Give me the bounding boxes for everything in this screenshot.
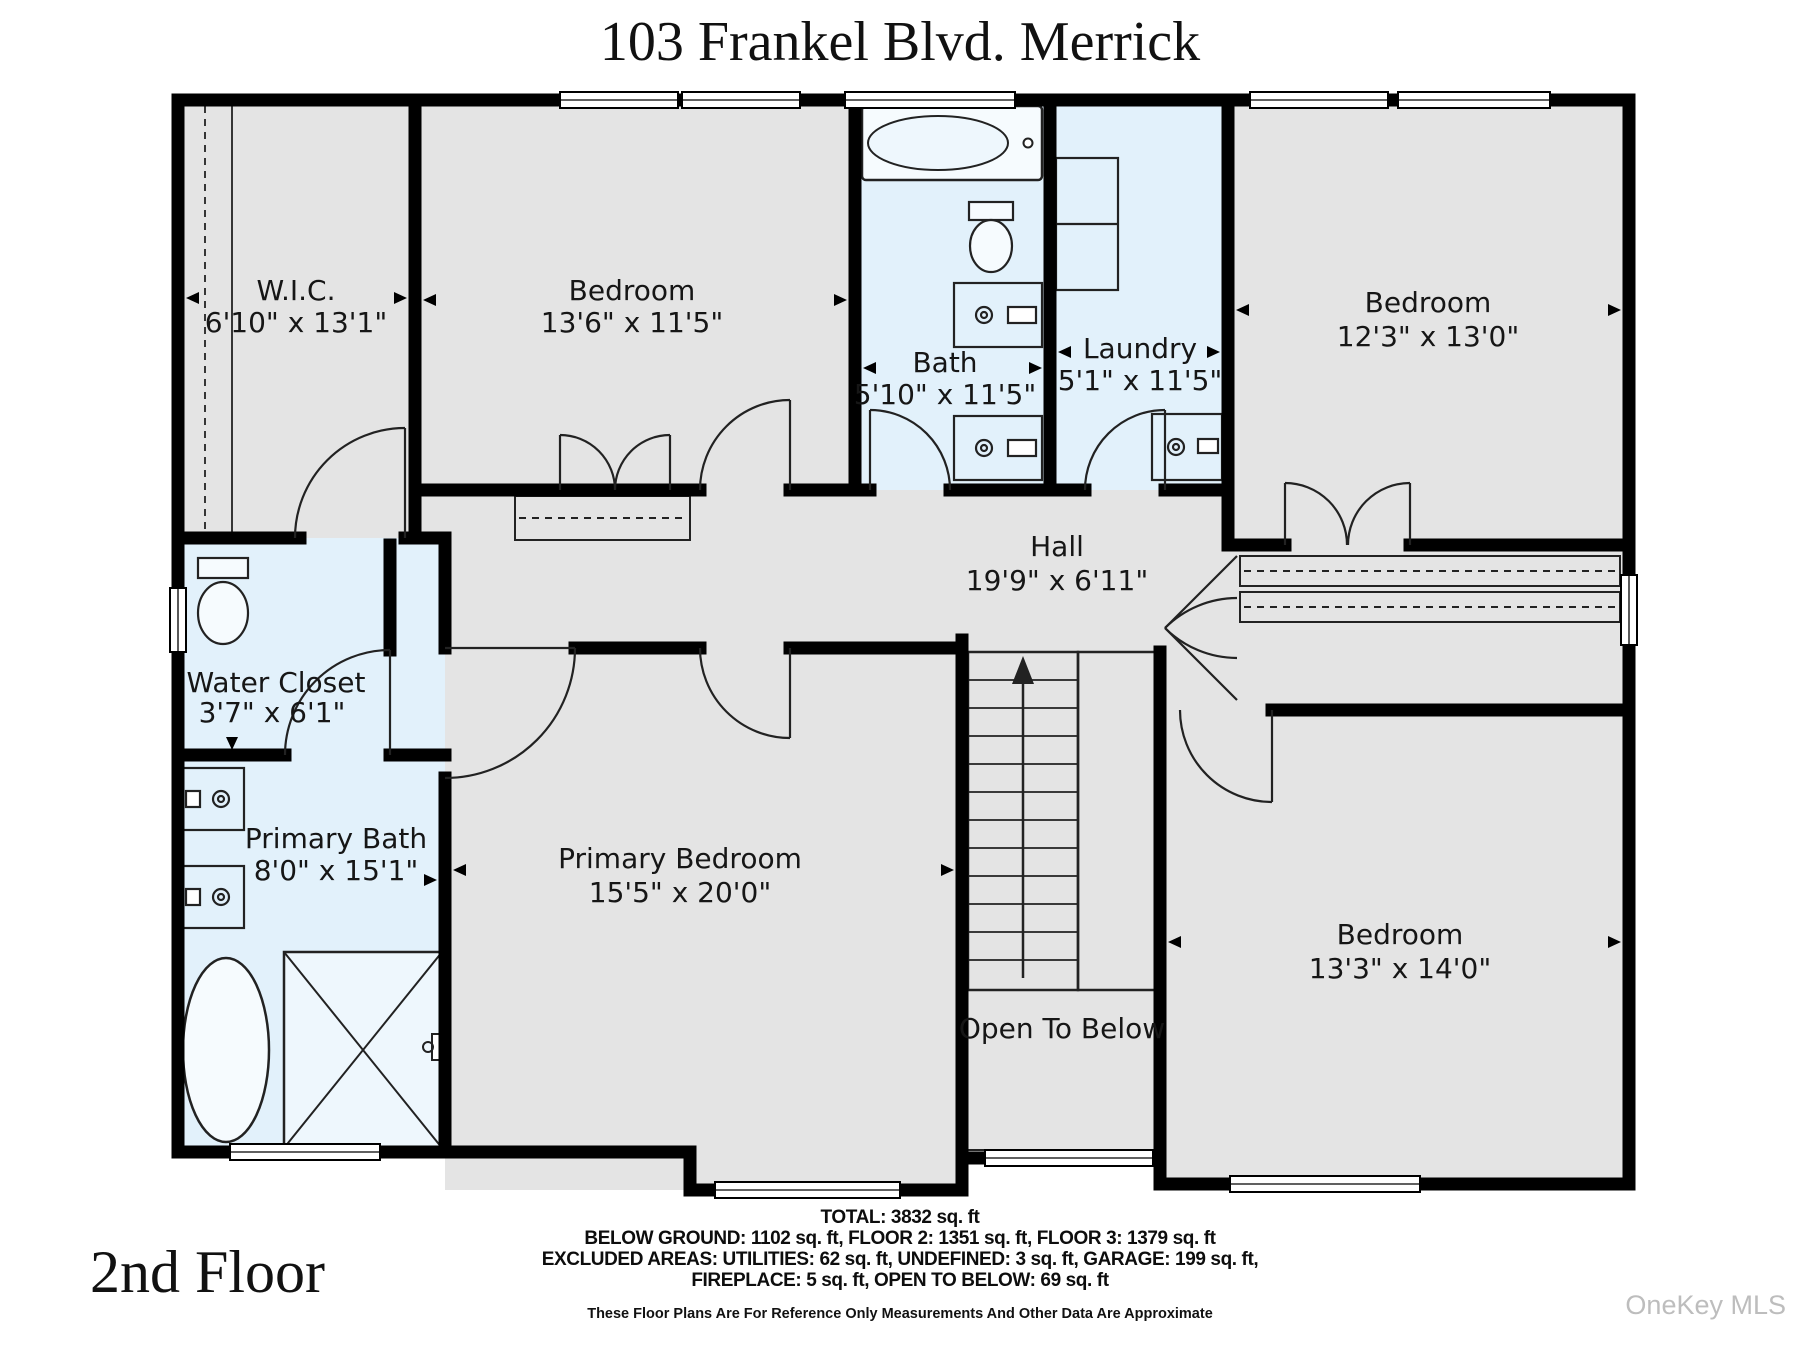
summary-excluded-2: FIREPLACE: 5 sq. ft, OPEN TO BELOW: 69 s… [691, 1270, 1109, 1291]
door-arc [1083, 408, 1167, 491]
dimension-arrow [394, 292, 407, 304]
dimension-arrow [1029, 362, 1042, 374]
room-dims-water-closet: 3'7" x 6'1" [199, 696, 346, 729]
dimension-arrow [1608, 304, 1621, 316]
door-arc [444, 646, 577, 780]
primary-bath-fixtures [180, 766, 445, 1150]
room-dims-bedroom-top: 13'6" x 11'5" [541, 306, 723, 339]
room-dims-bedroom-right-top: 12'3" x 13'0" [1337, 320, 1519, 353]
door-arc [698, 647, 792, 740]
room-dims-primary-bath: 8'0" x 15'1" [254, 854, 419, 887]
room-labels: W.I.C. 6'10" x 13'1" Bedroom 13'6" x 11'… [187, 274, 1520, 1045]
interior-walls [171, 93, 1636, 1165]
door-arc [868, 408, 952, 491]
room-label-bedroom-right-bottom: Bedroom [1337, 918, 1464, 951]
room-label-hall: Hall [1030, 530, 1084, 563]
room-dims-bedroom-right-bottom: 13'3" x 14'0" [1309, 952, 1491, 985]
dimension-arrow [186, 292, 199, 304]
dimension-arrow [1207, 346, 1220, 358]
dimension-arrows [186, 292, 1621, 948]
dimension-arrow [863, 362, 876, 374]
summary-total: TOTAL: 3832 sq. ft [820, 1207, 980, 1228]
sink-icon [952, 414, 1044, 482]
windows [169, 91, 1638, 1199]
door-arc [293, 426, 407, 539]
room-label-wic: W.I.C. [257, 274, 336, 307]
room-dims-laundry: 5'1" x 11'5" [1058, 364, 1223, 397]
room-label-open-to-below: Open To Below [959, 1012, 1165, 1045]
summary-floors: BELOW GROUND: 1102 sq. ft, FLOOR 2: 1351… [584, 1228, 1216, 1249]
area-summary: TOTAL: 3832 sq. ft BELOW GROUND: 1102 sq… [0, 1207, 1800, 1291]
dimension-arrow [834, 294, 847, 306]
doors [283, 398, 1412, 804]
dimension-arrow [941, 864, 954, 876]
dimension-arrow [1168, 936, 1181, 948]
room-dims-wic: 6'10" x 13'1" [205, 306, 387, 339]
door-arc [1178, 709, 1274, 804]
room-label-bedroom-right-top: Bedroom [1365, 286, 1492, 319]
room-label-water-closet: Water Closet [187, 666, 366, 699]
wic-shelving [204, 106, 233, 532]
bathtub-icon [181, 956, 271, 1144]
room-label-laundry: Laundry [1083, 332, 1197, 365]
room-label-primary-bedroom: Primary Bedroom [558, 842, 802, 875]
dimension-arrow [424, 874, 437, 886]
stairs-up-arrow-icon [1012, 656, 1034, 684]
page-title: 103 Frankel Blvd. Merrick [599, 11, 1201, 73]
sink-icon [180, 766, 246, 832]
walls [171, 93, 1636, 1197]
dimension-arrow [226, 737, 238, 750]
door-arc [1283, 481, 1412, 546]
room-label-primary-bath: Primary Bath [245, 822, 427, 855]
door-arc [698, 398, 792, 491]
hall-bath-fixtures [860, 104, 1044, 482]
room-label-bedroom-top: Bedroom [569, 274, 696, 307]
dimension-arrow [1236, 304, 1249, 316]
door-arc [1164, 555, 1238, 701]
disclaimer-text: These Floor Plans Are For Reference Only… [587, 1306, 1213, 1322]
bathtub-icon [860, 104, 1044, 182]
dimension-arrow [1608, 936, 1621, 948]
dimension-arrow [423, 294, 436, 306]
summary-excluded-1: EXCLUDED AREAS: UTILITIES: 62 sq. ft, UN… [541, 1249, 1259, 1270]
toilet-icon [967, 200, 1015, 274]
room-dims-primary-bedroom: 15'5" x 20'0" [589, 876, 771, 909]
watermark-onekey-mls: OneKey MLS [1625, 1290, 1786, 1320]
dimension-arrow [453, 864, 466, 876]
door-arc [558, 433, 672, 491]
sink-icon [952, 281, 1044, 349]
water-closet-toilet-icon [196, 556, 250, 646]
floor-label: 2nd Floor [90, 1239, 326, 1305]
room-dims-bath: 5'10" x 11'5" [854, 378, 1036, 411]
room-label-bath: Bath [912, 346, 977, 379]
shower-icon [282, 950, 445, 1150]
door-arc [283, 648, 392, 756]
dimension-arrow [1058, 346, 1071, 358]
room-dims-hall: 19'9" x 6'11" [966, 564, 1148, 597]
